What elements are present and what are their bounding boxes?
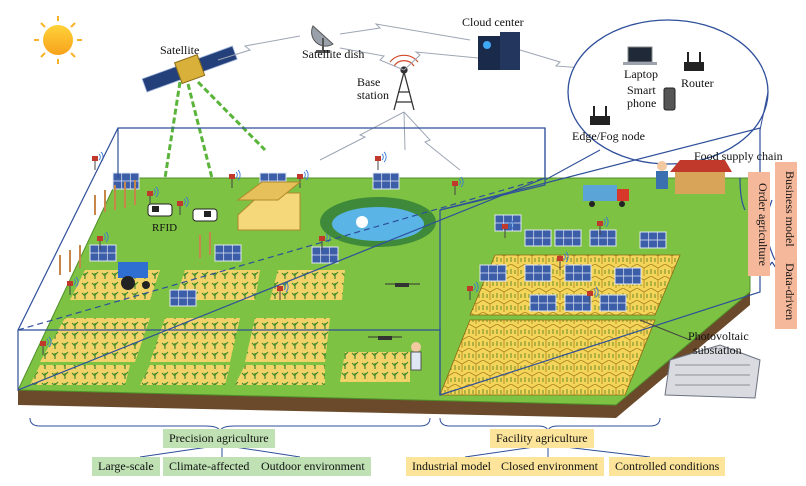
order-agriculture-tag: Order agriculture <box>748 172 770 276</box>
substation-icon <box>664 344 761 399</box>
barn-icon <box>236 181 302 231</box>
photovoltaic-label-2: substation <box>693 343 742 357</box>
facility-agriculture-title: Facility agriculture <box>490 429 594 448</box>
truck-icon <box>583 185 629 207</box>
photovoltaic-label-1: Photovoltaic <box>688 329 749 343</box>
smart-phone-label-2: phone <box>627 96 657 110</box>
facility-item-3: Controlled conditions <box>609 457 726 476</box>
tractor-icon <box>118 262 150 290</box>
farmer-icon <box>410 342 422 371</box>
network-links <box>217 23 611 171</box>
laptop-label: Laptop <box>624 67 658 81</box>
router-label: Router <box>681 76 714 90</box>
edge-node-icon <box>590 106 610 125</box>
cow-icon <box>147 203 218 222</box>
cloud-center-label: Cloud center <box>462 15 524 29</box>
food-supply-chain-label: Food supply chain <box>694 149 783 163</box>
satellite-dish-icon <box>311 25 334 53</box>
base-station-label-1: Base <box>357 75 381 89</box>
facility-item-2: Closed environment <box>495 457 604 476</box>
satellite-dish-label: Satellite dish <box>302 47 365 61</box>
base-station-tower-icon <box>389 54 419 111</box>
precision-item-3: Outdoor environment <box>255 457 371 476</box>
precision-item-2: Climate-affected <box>163 457 256 476</box>
market-stall-icon <box>656 160 732 194</box>
base-station-label-2: station <box>357 88 389 102</box>
smart-phone-icon <box>663 87 676 111</box>
fence <box>59 180 211 275</box>
satellite-beams <box>163 80 267 179</box>
sun-icon <box>34 16 82 64</box>
soil-layer <box>18 292 750 418</box>
crop-plots <box>30 270 410 385</box>
region-outlines <box>17 127 761 396</box>
edge-fog-node-label: Edge/Fog node <box>572 129 645 143</box>
greenhouse-area <box>439 319 656 396</box>
pond-icon <box>320 197 436 247</box>
smart-phone-label-1: Smart <box>627 83 656 97</box>
data-driven-tag: Data-driven <box>775 255 797 329</box>
server-icon <box>478 32 520 70</box>
business-model-tag: Business model <box>775 162 797 256</box>
drone-icon <box>368 283 420 340</box>
precision-agriculture-title: Precision agriculture <box>163 429 275 448</box>
satellite-icon <box>141 45 238 93</box>
laptop-icon <box>623 46 657 65</box>
precision-item-1: Large-scale <box>92 457 160 476</box>
facility-item-1: Industrial model <box>406 457 497 476</box>
satellite-label: Satellite <box>160 43 200 57</box>
rfid-label: RFID <box>152 222 178 234</box>
router-icon <box>684 52 704 71</box>
